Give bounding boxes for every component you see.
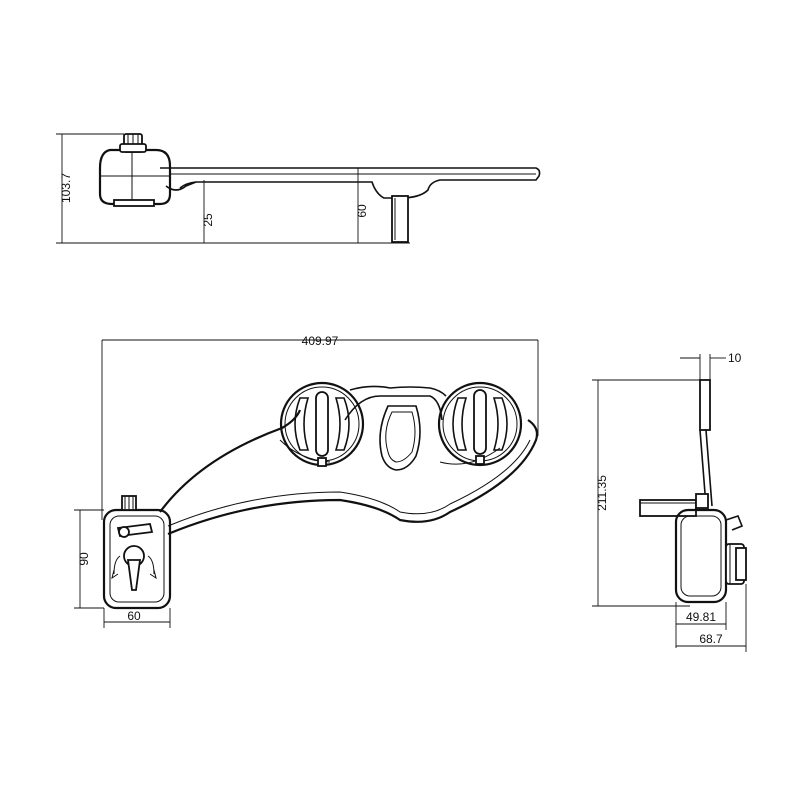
side-arm-plate [160, 167, 541, 199]
end-knob-cap [735, 547, 747, 581]
arm-inner-edge [167, 439, 531, 527]
control-body [102, 508, 172, 610]
dim-end-height: 211.35 [595, 475, 609, 511]
side-inlet-stem [391, 195, 409, 243]
dim-side-height: 103.7 [59, 173, 73, 203]
side-bracket [165, 181, 197, 191]
dim-body-width: 60 [127, 609, 141, 623]
right-pad-grip [452, 397, 468, 451]
dim-end-thickness: 10 [728, 351, 742, 365]
end-inlet-stem [639, 499, 697, 517]
side-knob-collar [119, 143, 147, 153]
arm-lower-edge [167, 419, 539, 536]
right-pad-tab [475, 455, 485, 465]
dim-end-depth: 49.81 [686, 610, 716, 624]
center-opening [379, 405, 421, 471]
side-view: 103.7 25 60 [56, 133, 541, 244]
dim-total-length: 409.97 [302, 334, 339, 348]
end-body [674, 508, 728, 604]
dim-body-height: 90 [77, 552, 91, 566]
side-body-base [113, 199, 155, 207]
side-body [98, 148, 172, 206]
dim-side-stem-height: 60 [355, 204, 369, 218]
arm-upper-edge [159, 409, 302, 513]
bridge-top [349, 385, 447, 397]
control-body-inner [109, 515, 165, 603]
end-plate-lower [705, 429, 713, 507]
left-pad-grip [334, 397, 350, 451]
end-side-valve [725, 515, 744, 531]
end-top-fitting [695, 493, 709, 509]
pressure-lever-pivot [118, 526, 130, 538]
dim-end-total-depth: 68.7 [699, 632, 723, 646]
dial-arrow-heads [111, 569, 157, 580]
right-suction-pad [437, 381, 523, 467]
control-knob-handle [126, 559, 142, 591]
dim-side-arm-offset: 25 [201, 213, 215, 227]
left-pad-handle [315, 391, 329, 457]
end-plate [699, 379, 711, 431]
end-body-inner [680, 515, 722, 597]
right-pad-handle [473, 389, 487, 455]
top-view: 409.97 [74, 334, 539, 628]
end-view: 10 211.35 49.81 68.7 [592, 351, 747, 652]
arm-fillets [279, 439, 501, 465]
left-pad-tab [317, 457, 327, 467]
right-pad-grip [492, 397, 508, 451]
left-pad-grip [294, 397, 310, 451]
center-opening-inner [385, 411, 416, 463]
